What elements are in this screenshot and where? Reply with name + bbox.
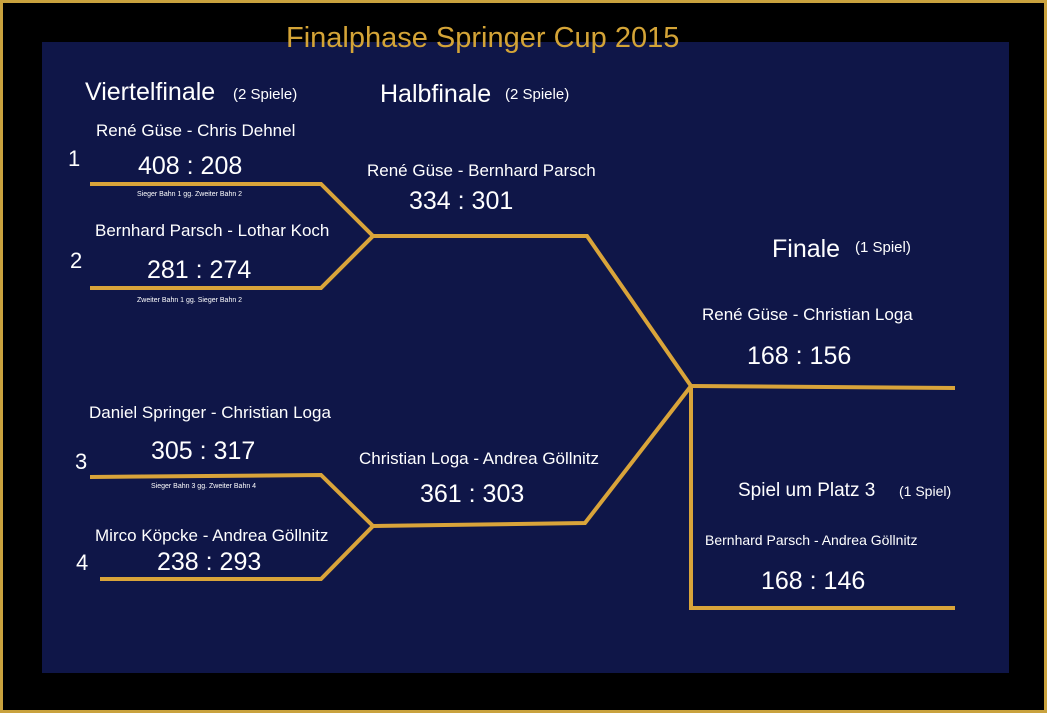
match-index: 1 <box>68 146 81 171</box>
match-score: 168 : 146 <box>761 567 866 595</box>
match-index: 3 <box>75 449 88 474</box>
match-caption: Sieger Bahn 3 gg. Zweiter Bahn 4 <box>151 483 257 490</box>
match-pairing: René Güse - Bernhard Parsch <box>367 161 596 180</box>
quarterfinal-heading: Viertelfinale <box>85 78 216 106</box>
bracket-board <box>42 42 1009 673</box>
match-index: 2 <box>70 248 83 273</box>
bracket-line-final <box>690 384 956 390</box>
page-title: Finalphase Springer Cup 2015 <box>286 22 680 54</box>
match-score: 361 : 303 <box>420 480 525 508</box>
match-pairing: Bernhard Parsch - Andrea Göllnitz <box>705 532 918 548</box>
semifinal-heading: Halbfinale <box>380 80 492 108</box>
match-score: 334 : 301 <box>409 187 514 215</box>
match-index: 4 <box>76 550 89 575</box>
match-pairing: Bernhard Parsch - Lothar Koch <box>95 221 330 240</box>
match-score: 168 : 156 <box>747 342 852 370</box>
match-pairing: Daniel Springer - Christian Loga <box>89 403 331 422</box>
match-score: 281 : 274 <box>147 256 252 284</box>
final-note: (1 Spiel) <box>855 239 911 256</box>
match-score: 408 : 208 <box>138 152 243 180</box>
third-place-note: (1 Spiel) <box>899 483 952 499</box>
match-caption: Zweiter Bahn 1 gg. Sieger Bahn 2 <box>137 297 243 304</box>
match-pairing: Christian Loga - Andrea Göllnitz <box>359 449 600 468</box>
match-pairing: René Güse - Chris Dehnel <box>96 121 296 140</box>
bracket-line-sf-upper <box>373 234 693 388</box>
bracket-line-sf-lower <box>372 384 693 528</box>
quarterfinal-note: (2 Spiele) <box>233 86 298 103</box>
final-heading: Finale <box>772 235 841 263</box>
match-score: 238 : 293 <box>157 548 262 576</box>
third-place-heading: Spiel um Platz 3 <box>738 480 876 501</box>
semifinal-note: (2 Spiele) <box>505 86 570 103</box>
bracket-line-third-place <box>689 386 955 610</box>
match-score: 305 : 317 <box>151 437 256 465</box>
match-caption: Sieger Bahn 1 gg. Zweiter Bahn 2 <box>137 191 243 198</box>
match-pairing: Mirco Köpcke - Andrea Göllnitz <box>95 526 329 545</box>
match-pairing: René Güse - Christian Loga <box>702 305 913 324</box>
